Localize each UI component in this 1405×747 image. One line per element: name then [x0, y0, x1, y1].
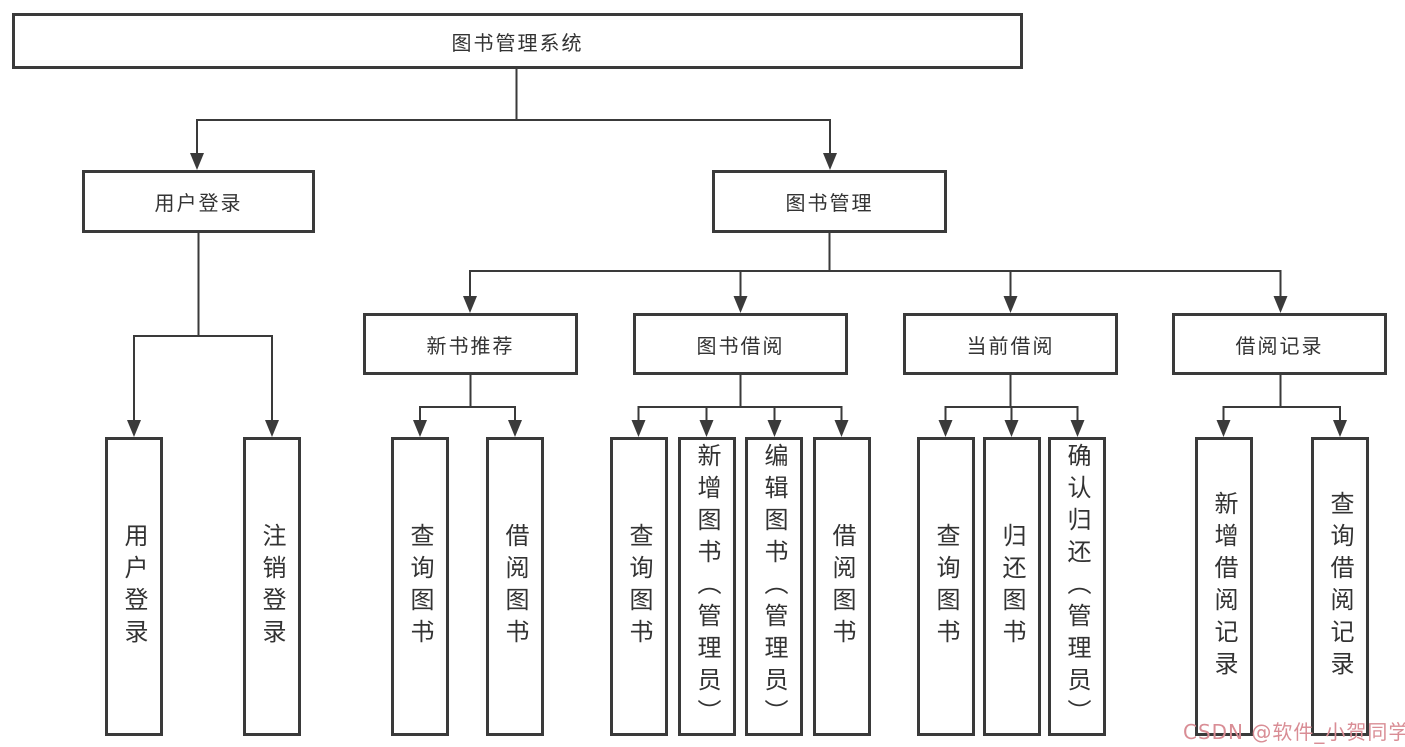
leaf-query-borrow-record: 查询借阅记录 — [1311, 437, 1369, 736]
node-book-borrow: 图书借阅 — [633, 313, 848, 375]
arrow-down-icon — [463, 296, 477, 313]
node-user-login: 用户登录 — [82, 170, 315, 233]
node-current-borrow-label: 当前借阅 — [966, 333, 1055, 358]
node-book-borrow-label: 图书借阅 — [696, 333, 785, 358]
arrow-down-icon — [1273, 296, 1288, 313]
arrow-down-icon — [823, 153, 837, 170]
node-root: 图书管理系统 — [12, 13, 1023, 69]
node-current-borrow: 当前借阅 — [903, 313, 1118, 375]
leaf-edit-book-admin: 编辑图书（管理员） — [745, 437, 803, 736]
arrow-down-icon — [767, 420, 782, 437]
connector-book-borrow — [631, 375, 849, 437]
arrow-down-icon — [1216, 420, 1231, 437]
node-root-label: 图书管理系统 — [451, 30, 584, 55]
leaf-add-book-admin: 新增图书（管理员） — [678, 437, 736, 736]
connector-book-management — [463, 233, 1288, 313]
leaf-label: 注销登录 — [258, 522, 286, 651]
leaf-query-book-borrow: 查询图书 — [610, 437, 668, 736]
connector-root — [190, 68, 837, 170]
arrow-down-icon — [413, 420, 427, 437]
leaf-query-book-current: 查询图书 — [917, 437, 975, 736]
arrow-down-icon — [1333, 420, 1347, 437]
leaf-label: 查询图书 — [932, 522, 960, 651]
arrow-down-icon — [265, 420, 279, 437]
connector-current-borrow — [938, 375, 1085, 437]
leaf-label: 新增借阅记录 — [1210, 490, 1238, 683]
arrow-down-icon — [1070, 420, 1085, 437]
node-book-management-label: 图书管理 — [785, 191, 874, 215]
arrow-down-icon — [127, 420, 141, 437]
leaf-confirm-return-admin: 确认归还（管理员） — [1048, 437, 1106, 736]
arrow-down-icon — [834, 420, 849, 437]
leaf-label: 归还图书 — [998, 522, 1026, 651]
leaf-add-borrow-record: 新增借阅记录 — [1195, 437, 1253, 736]
watermark: CSDN @软件_小贺同学 — [1183, 720, 1405, 744]
connector-new-book-recommend — [413, 375, 522, 437]
leaf-label: 借阅图书 — [501, 522, 529, 651]
leaf-logout: 注销登录 — [243, 437, 301, 736]
leaf-label: 查询图书 — [406, 522, 434, 651]
leaf-label: 查询借阅记录 — [1326, 490, 1354, 683]
arrow-down-icon — [508, 420, 522, 437]
arrow-down-icon — [190, 153, 204, 170]
leaf-borrow-book: 借阅图书 — [813, 437, 871, 736]
leaf-return-book: 归还图书 — [983, 437, 1041, 736]
connector-borrow-record — [1216, 375, 1347, 437]
arrow-down-icon — [631, 420, 646, 437]
leaf-label: 查询图书 — [625, 522, 653, 651]
arrow-down-icon — [1004, 420, 1019, 437]
leaf-user-login: 用户登录 — [105, 437, 163, 736]
node-borrow-record: 借阅记录 — [1172, 313, 1387, 375]
node-new-book-recommend: 新书推荐 — [363, 313, 578, 375]
node-new-book-recommend-label: 新书推荐 — [426, 333, 515, 358]
node-book-management: 图书管理 — [712, 170, 947, 233]
node-user-login-label: 用户登录 — [154, 191, 243, 215]
leaf-label: 编辑图书（管理员） — [760, 442, 788, 731]
connector-user-login — [127, 233, 279, 437]
leaf-label: 借阅图书 — [828, 522, 856, 651]
leaf-label: 新增图书（管理员） — [693, 442, 721, 731]
leaf-borrow-book-recommend: 借阅图书 — [486, 437, 544, 736]
arrow-down-icon — [699, 420, 714, 437]
leaf-label: 用户登录 — [120, 522, 148, 651]
node-borrow-record-label: 借阅记录 — [1235, 333, 1324, 358]
arrow-down-icon — [1003, 296, 1018, 313]
arrow-down-icon — [938, 420, 953, 437]
arrow-down-icon — [733, 296, 748, 313]
leaf-label: 确认归还（管理员） — [1063, 442, 1091, 731]
leaf-query-book-recommend: 查询图书 — [391, 437, 449, 736]
